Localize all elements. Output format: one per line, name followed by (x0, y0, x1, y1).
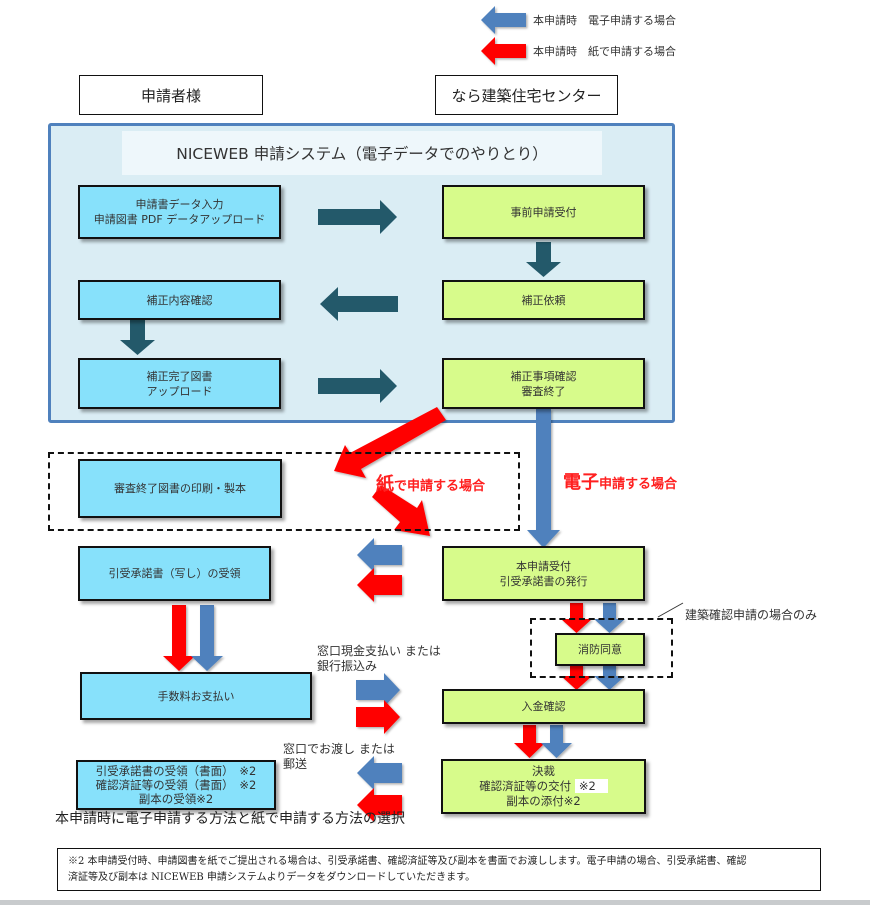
header-center: なら建築住宅センター (435, 75, 618, 115)
payment-method-line: 窓口現金支払い または (317, 644, 441, 658)
box-line: 申請図書 PDF データアップロード (93, 213, 266, 226)
box-line: 申請書データ入力 (135, 198, 224, 211)
box-line: 確認済証等の受領（書面） ※2 (95, 778, 257, 792)
bottom-divider (0, 900, 870, 905)
arrow-right-paper-payment (356, 700, 400, 734)
arrow-left-request-to-check (320, 287, 398, 321)
box-pre-accept: 事前申請受付 (442, 185, 645, 239)
arrow-left-paper-delivery (357, 788, 402, 822)
building-only-leader (657, 602, 684, 618)
box-line: 審査終了 (521, 384, 566, 398)
box-line: 引受承諾書の受領（書面） ※2 (95, 764, 257, 778)
payment-method-label: 窓口現金支払い または 銀行振込み (317, 644, 441, 674)
box-line: 消防同意 (578, 643, 622, 656)
arrow-down-check-to-upload (120, 318, 155, 355)
arrow-down-electronic-to-decision (541, 725, 572, 758)
arrow-right-electronic-payment (356, 673, 400, 707)
box-line: アップロード (146, 384, 213, 398)
paper-path-arrow-to-print (334, 407, 446, 478)
legend-paper-arrow (481, 37, 526, 65)
box-fire-consent: 消防同意 (555, 633, 645, 666)
paper-case-label: 紙で申請する場合 (376, 470, 485, 496)
box-line: 審査終了図書の印刷・製本 (114, 482, 246, 495)
box-receipt-copy: 引受承諾書（写し）の受領 (78, 546, 271, 601)
electronic-case-big: 電子 (563, 472, 599, 493)
delivery-method-line: 窓口でお渡し または (283, 742, 395, 756)
legend-electronic-arrow (481, 6, 526, 34)
paper-case-big: 紙 (376, 474, 394, 495)
arrow-down-electronic-to-fee (191, 605, 223, 671)
arrow-left-paper-receipt (357, 568, 402, 602)
header-center-text: なら建築住宅センター (451, 86, 602, 105)
box-line: 手数料お支払い (157, 689, 235, 703)
paper-case-rest: で申請する場合 (394, 479, 486, 494)
box-line: 事前申請受付 (510, 205, 577, 219)
footnote-line: 済証等及び副本は NICEWEB 申請システムよりデータをダウンロードしていただ… (68, 872, 476, 883)
box-documents-receipt: 引受承諾書の受領（書面） ※2 確認済証等の受領（書面） ※2 副本の受領※2 (76, 760, 276, 810)
delivery-method-label: 窓口でお渡し または 郵送 (283, 742, 395, 772)
paper-case-group (48, 452, 520, 531)
arrow-right-data-to-preaccept (318, 200, 397, 234)
box-data-input: 申請書データ入力 申請図書 PDF データアップロード (78, 185, 281, 239)
arrow-left-electronic-delivery (357, 756, 402, 790)
legend-electronic-label: 本申請時 電子申請する場合 (533, 14, 676, 27)
box-review-end: 補正事項確認 審査終了 (442, 358, 645, 409)
arrow-down-preaccept-to-request (526, 242, 561, 277)
electronic-case-label: 電子申請する場合 (563, 468, 677, 494)
arrow-down-paper-to-decision (514, 725, 545, 758)
system-title: NICEWEB 申請システム（電子データでのやりとり） (176, 145, 548, 163)
box-correction-upload: 補正完了図書 アップロード (78, 358, 281, 409)
paper-path-arrow-to-accept (372, 485, 430, 536)
box-line: 引受承諾書（写し）の受領 (108, 567, 241, 580)
header-applicant-text: 申請者様 (140, 86, 201, 105)
system-title-band: NICEWEB 申請システム（電子データでのやりとり） (122, 131, 602, 175)
box-line: 補正事項確認 (510, 369, 577, 383)
arrow-right-upload-to-review (318, 369, 397, 403)
electronic-case-rest: 申請する場合 (599, 477, 678, 492)
box-payment-confirm: 入金確認 (442, 689, 645, 724)
decision-tag: ※2 (574, 779, 608, 793)
box-line: 引受承諾書の発行 (499, 574, 588, 588)
footnote-line: ※2 本申請受付時、申請図書を紙でご提出される場合は、引受承諾書、確認済証等及び… (68, 856, 747, 867)
building-only-label: 建築確認申請の場合のみ (685, 608, 818, 622)
header-applicant: 申請者様 (79, 75, 263, 115)
box-main-accept: 本申請受付 引受承諾書の発行 (442, 546, 645, 601)
box-line: 補正完了図書 (146, 369, 213, 383)
selection-note: 本申請時に電子申請する方法と紙で申請する方法の選択 (55, 811, 405, 827)
box-line: 決裁 (532, 764, 555, 778)
arrow-left-electronic-receipt (357, 538, 402, 572)
box-line: 副本の添付※2 (506, 794, 581, 808)
delivery-method-line: 郵送 (283, 757, 308, 771)
legend-paper-label: 本申請時 紙で申請する場合 (533, 45, 676, 58)
box-print-bind: 審査終了図書の印刷・製本 (78, 459, 282, 518)
box-line: 本申請受付 (516, 559, 571, 573)
arrow-down-paper-to-fee (163, 605, 195, 671)
box-line: 入金確認 (521, 700, 566, 713)
box-correction-request: 補正依頼 (442, 280, 645, 320)
building-only-group (530, 618, 673, 678)
footnote-box: ※2 本申請受付時、申請図書を紙でご提出される場合は、引受承諾書、確認済証等及び… (57, 848, 821, 891)
box-line: 補正内容確認 (146, 293, 213, 307)
box-line: 確認済証等の交付 ※2 (479, 779, 608, 794)
electronic-path-arrow (527, 409, 560, 548)
box-line: 副本の受領※2 (138, 792, 214, 806)
box-decision: 決裁 確認済証等の交付 ※2 副本の添付※2 (441, 759, 646, 814)
payment-method-line: 銀行振込み (317, 659, 378, 673)
box-line-text: 確認済証等の交付 (479, 779, 572, 793)
box-line: 補正依頼 (521, 293, 566, 307)
box-correction-check: 補正内容確認 (78, 280, 281, 320)
box-fee-payment: 手数料お支払い (80, 672, 312, 720)
